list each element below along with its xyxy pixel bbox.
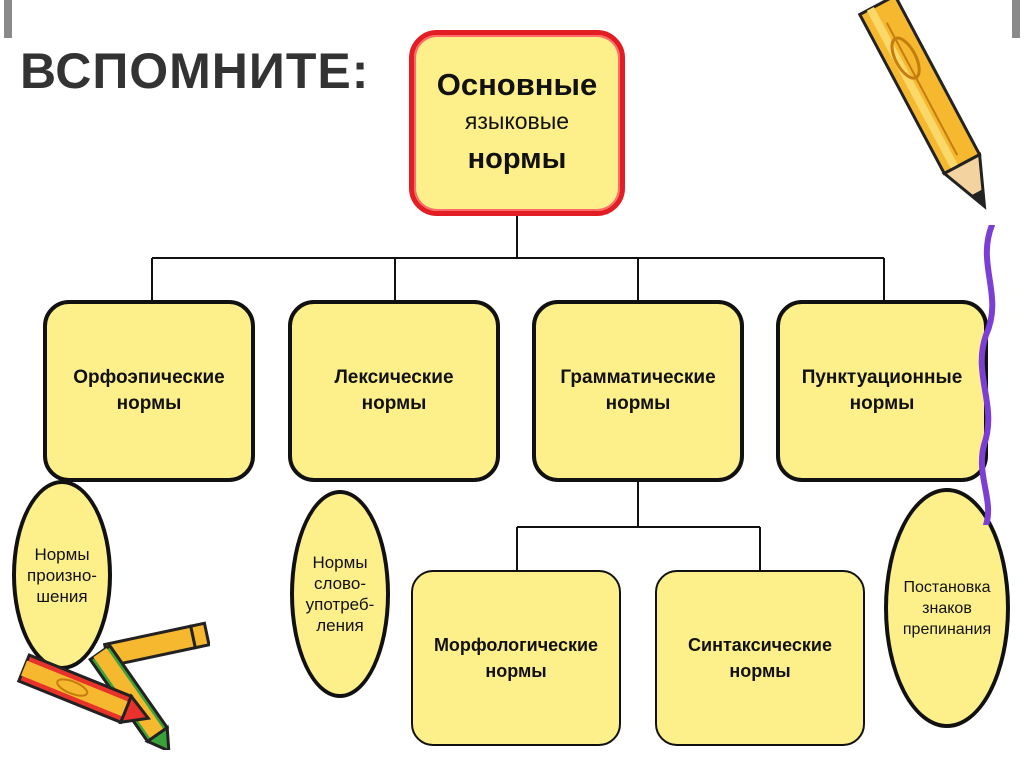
category-label-line-2: нормы [849, 393, 915, 414]
category-label-line-1: Орфоэпические [73, 367, 225, 388]
example-word-usage-oval: Нормы слово- употреб- ления [290, 490, 390, 698]
grammar-subtype-morphology: Морфологические нормы [411, 570, 621, 746]
example-label-line-1: Постановка [903, 578, 991, 596]
root-node-line-3: нормы [467, 143, 567, 175]
category-label-line-2: нормы [605, 393, 671, 414]
pencil-icon [857, 0, 987, 210]
example-punctuation-marks-oval: Постановка знаков препинания [884, 488, 1010, 728]
example-label-line-1: Нормы [34, 544, 90, 564]
grammar-subtype-syntax: Синтаксические нормы [655, 570, 865, 746]
category-grammar: Грамматические нормы [532, 300, 744, 482]
subtype-label-line-2: нормы [729, 661, 791, 681]
subtype-label-line-1: Морфологические [433, 635, 599, 655]
example-label-line-2: знаков [922, 599, 972, 617]
subtype-label-line-1: Синтаксические [688, 635, 832, 655]
crayons-icon [16, 621, 210, 750]
example-label-line-2: слово- [313, 574, 367, 593]
category-label-line-1: Пунктуационные [801, 367, 963, 388]
example-label-line-3: употреб- [305, 595, 375, 614]
category-orthoepic: Орфоэпические нормы [43, 300, 255, 482]
example-label-line-3: препинания [902, 620, 992, 638]
root-node-line-2: языковые [464, 108, 570, 134]
subtype-label-line-2: нормы [485, 661, 547, 681]
category-label-line-2: нормы [116, 393, 182, 414]
slide-frame-mark-right [1012, 0, 1020, 38]
slide-title: ВСПОМНИТЕ: [20, 43, 370, 99]
category-punctuation: Пунктуационные нормы [776, 300, 988, 482]
example-label-line-2: произно- [27, 565, 97, 585]
category-label-line-1: Лексические [334, 367, 454, 388]
ribbon-decoration [978, 225, 996, 525]
example-label-line-3: шения [36, 586, 88, 606]
slide-frame-mark-left [4, 0, 12, 38]
category-lexical: Лексические нормы [288, 300, 500, 482]
example-label-line-1: Нормы [312, 553, 368, 572]
category-label-line-1: Грамматические [560, 367, 716, 388]
root-node: Основные языковые нормы [409, 30, 625, 216]
example-label-line-4: ления [316, 616, 364, 635]
root-node-line-1: Основные [436, 67, 598, 102]
category-label-line-2: нормы [361, 393, 427, 414]
